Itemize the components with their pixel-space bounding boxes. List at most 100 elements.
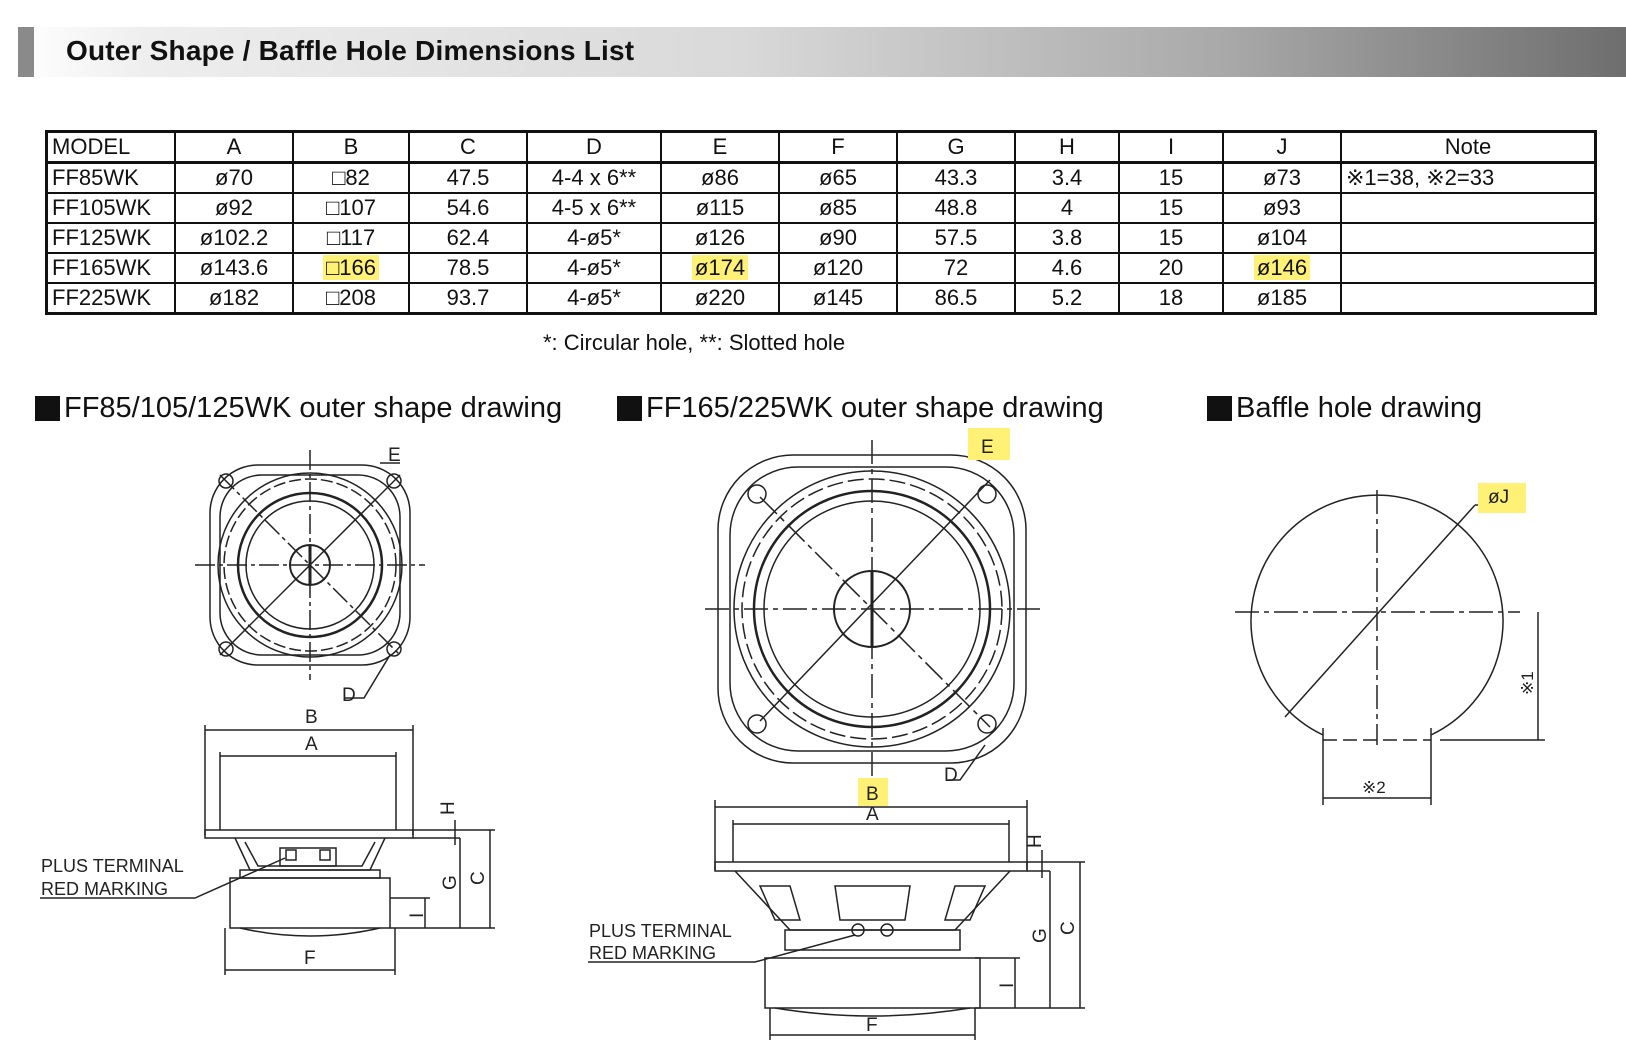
table-row: FF225WK ø182 □208 93.7 4-ø5* ø220 ø145 8… xyxy=(45,282,1597,315)
cell-e-highlighted: ø174 xyxy=(660,252,780,284)
table-row: FF165WK ø143.6 □166 78.5 4-ø5* ø174 ø120… xyxy=(45,252,1597,284)
basket-window xyxy=(834,885,911,921)
title-banner: Outer Shape / Baffle Hole Dimensions Lis… xyxy=(18,27,1626,77)
side-flange xyxy=(714,861,1028,872)
cell-d: 4-4 x 6** xyxy=(526,161,662,194)
diag-centerline xyxy=(219,474,401,656)
cell-a: ø143.6 xyxy=(174,252,294,284)
mount-hole xyxy=(747,714,767,734)
cell-b: □107 xyxy=(292,192,410,224)
side-plate xyxy=(239,869,381,879)
cell-b: □117 xyxy=(292,222,410,254)
diag-leader xyxy=(759,479,991,722)
terminal-block xyxy=(279,847,337,867)
cell-note xyxy=(1340,192,1597,224)
label-e-large: E xyxy=(981,437,994,458)
cell-j-highlighted: ø146 xyxy=(1222,252,1342,284)
header-d: D xyxy=(526,130,662,164)
label-a-large: A xyxy=(866,804,879,825)
section-title-large: FF165/225WK outer shape drawing xyxy=(646,392,1104,424)
mount-hole xyxy=(386,641,402,657)
side-flange xyxy=(204,829,414,839)
large-side-view: B A F H G C I PLUS TERMINAL xyxy=(588,778,1085,1040)
leader-plus-terminal xyxy=(40,857,286,899)
terminal xyxy=(319,849,331,861)
label-a-small: A xyxy=(305,734,318,755)
cell-a: ø182 xyxy=(174,282,294,315)
diag-centerline xyxy=(759,496,991,728)
bullet-square-icon xyxy=(617,396,642,421)
cell-e: ø115 xyxy=(660,192,780,224)
highlight-j: ø146 xyxy=(1253,255,1311,280)
page-title: Outer Shape / Baffle Hole Dimensions Lis… xyxy=(66,35,635,66)
cell-f: ø90 xyxy=(778,222,898,254)
cell-h: 5.2 xyxy=(1014,282,1120,315)
cell-g: 86.5 xyxy=(896,282,1016,315)
cell-j: ø104 xyxy=(1222,222,1342,254)
red-marking-label: RED MARKING xyxy=(589,943,716,963)
label-g-large: G xyxy=(1030,928,1051,943)
section-title-small: FF85/105/125WK outer shape drawing xyxy=(64,392,563,424)
table-row: FF85WK ø70 □82 47.5 4-4 x 6** ø86 ø65 43… xyxy=(45,161,1597,194)
red-marking-label: RED MARKING xyxy=(41,879,168,899)
side-basket-inner xyxy=(244,841,376,867)
leader-d xyxy=(345,654,391,699)
mount-hole xyxy=(218,641,234,657)
cell-h: 3.8 xyxy=(1014,222,1120,254)
cell-model: FF225WK xyxy=(45,282,176,315)
cell-d: 4-ø5* xyxy=(526,222,662,254)
section-heading-baffle: Baffle hole drawing xyxy=(1207,392,1482,425)
label-d-large: D xyxy=(944,765,958,786)
highlight-b: □166 xyxy=(323,255,379,280)
side-magnet xyxy=(764,957,981,1009)
header-note: Note xyxy=(1340,130,1597,164)
leader-d xyxy=(948,744,986,781)
basket-window xyxy=(943,885,987,921)
label-h-small: H xyxy=(438,801,459,815)
cell-model: FF85WK xyxy=(45,161,176,194)
highlight-e: ø174 xyxy=(691,255,749,280)
mount-hole xyxy=(977,714,997,734)
cell-c: 47.5 xyxy=(408,161,528,194)
cell-d: 4-ø5* xyxy=(526,282,662,315)
cell-g: 57.5 xyxy=(896,222,1016,254)
header-i: I xyxy=(1118,130,1224,164)
label-g-small: G xyxy=(440,875,461,890)
large-front-view: E D xyxy=(705,428,1040,786)
terminal xyxy=(285,849,297,861)
cell-note xyxy=(1340,222,1597,254)
header-g: G xyxy=(896,130,1016,164)
cell-model: FF165WK xyxy=(45,252,176,284)
section-heading-large: FF165/225WK outer shape drawing xyxy=(617,392,1104,425)
small-front-view: E D xyxy=(195,445,425,706)
leader-plus-terminal xyxy=(588,934,856,963)
basket-window xyxy=(758,885,802,921)
mount-hole xyxy=(977,484,997,504)
label-f-small: F xyxy=(304,948,316,969)
cell-d: 4-ø5* xyxy=(526,252,662,284)
mount-hole xyxy=(747,484,767,504)
header-j: J xyxy=(1222,130,1342,164)
cell-g: 72 xyxy=(896,252,1016,284)
cell-e: ø220 xyxy=(660,282,780,315)
table-row: FF105WK ø92 □107 54.6 4-5 x 6** ø115 ø85… xyxy=(45,192,1597,224)
cell-j: ø93 xyxy=(1222,192,1342,224)
side-magnet xyxy=(229,877,391,929)
section-heading-small: FF85/105/125WK outer shape drawing xyxy=(35,392,562,425)
table-header-row: MODEL A B C D E F G H I J Note xyxy=(45,130,1597,164)
dimensions-table: MODEL A B C D E F G H I J Note FF85WK ø7… xyxy=(45,130,1597,315)
cell-c: 93.7 xyxy=(408,282,528,315)
diag-leader xyxy=(219,474,401,656)
header-c: C xyxy=(408,130,528,164)
magnet-bottom xyxy=(774,1007,971,1017)
cell-c: 62.4 xyxy=(408,222,528,254)
side-basket xyxy=(734,870,1011,931)
table-row: FF125WK ø102.2 □117 62.4 4-ø5* ø126 ø90 … xyxy=(45,222,1597,254)
cell-note xyxy=(1340,252,1597,284)
cell-j: ø185 xyxy=(1222,282,1342,315)
header-h: H xyxy=(1014,130,1120,164)
label-b-large: B xyxy=(866,784,879,805)
cell-e: ø126 xyxy=(660,222,780,254)
mount-hole xyxy=(218,473,234,489)
